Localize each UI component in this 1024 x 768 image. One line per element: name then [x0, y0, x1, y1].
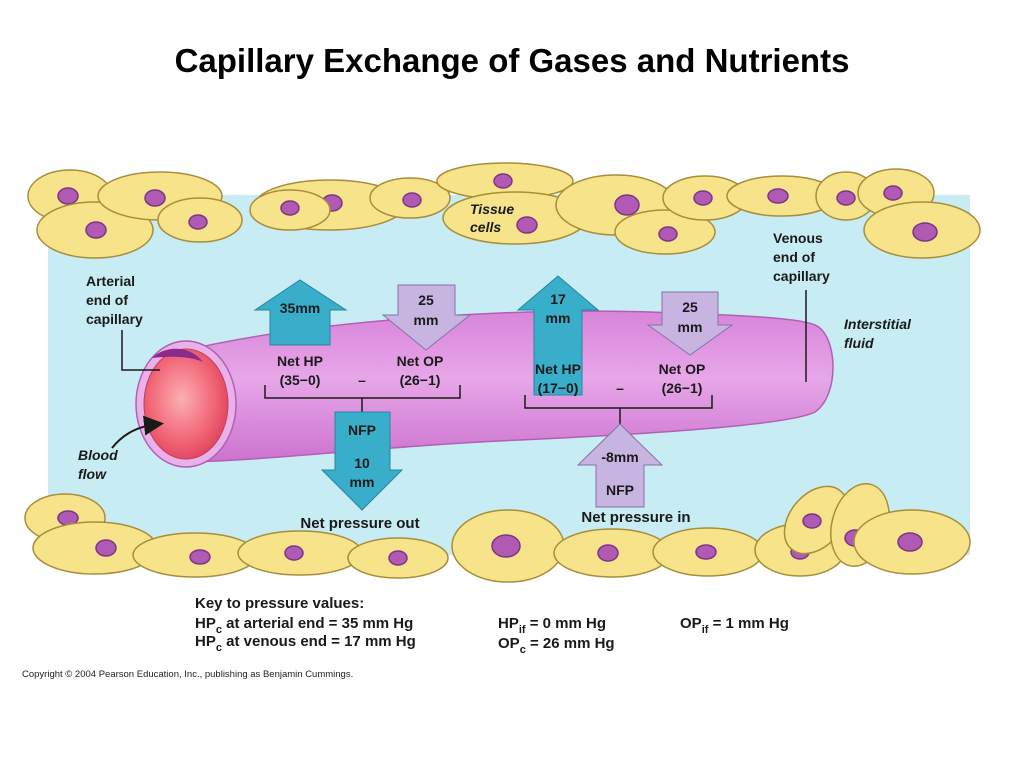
arterial-nfp-value-2: mm [350, 474, 375, 490]
arterial-net-hp: Net HP [277, 353, 323, 369]
tissue-cell [726, 175, 838, 217]
arterial-net-op-calc: (26−1) [400, 372, 441, 388]
endothelial-cell [152, 348, 203, 362]
capillary-lumen [143, 348, 229, 460]
tissue-cell [157, 197, 243, 243]
interstitial-fluid-label-1: Interstitial [844, 316, 912, 332]
tissue-cell [32, 521, 158, 575]
tissue-cell [553, 528, 671, 578]
venous-nfp-value: -8mm [601, 449, 638, 465]
venous-nfp-arrow [576, 423, 664, 508]
tissue-cell [662, 175, 748, 221]
venous-hp-value-1: 17 [550, 291, 566, 307]
key-item-hpif: HPif = 0 mm Hg [498, 615, 606, 636]
tissue-cells-bottom [24, 483, 971, 583]
arterial-net-hp-calc: (35−0) [280, 372, 321, 388]
arterial-op-value-2: mm [414, 312, 439, 328]
venous-net-op: Net OP [659, 361, 706, 377]
key-item-opc: OPc = 26 mm Hg [498, 635, 615, 656]
venous-hp-arrow [516, 275, 600, 396]
venous-net-hp-calc: (17−0) [538, 380, 579, 396]
venous-minus: – [616, 380, 624, 396]
venous-net-op-calc: (26−1) [662, 380, 703, 396]
key-item-opif: OPif = 1 mm Hg [680, 615, 789, 636]
arterial-end-label-2: end of [86, 292, 128, 308]
venous-end-label-2: end of [773, 249, 815, 265]
tissue-cell [132, 532, 258, 578]
venous-end-label-3: capillary [773, 268, 830, 284]
venous-bracket [524, 395, 713, 424]
arterial-minus: – [358, 372, 366, 388]
arterial-nfp-label: NFP [348, 422, 376, 438]
arterial-pointer-line [121, 330, 160, 371]
venous-op-arrow [646, 291, 734, 356]
tissue-cell [614, 209, 716, 255]
venous-op-value-2: mm [678, 319, 703, 335]
tissue-cell [853, 509, 971, 575]
key-item-hpc-venous: HPc at venous end = 17 mm Hg [195, 633, 416, 654]
venous-op-value-1: 25 [682, 299, 698, 315]
tissue-cell [249, 189, 331, 231]
slide-title: Capillary Exchange of Gases and Nutrient… [174, 42, 850, 79]
interstitial-fluid-label-2: fluid [844, 335, 874, 351]
tissue-cell [237, 530, 363, 576]
tissue-cell [652, 527, 764, 577]
venous-nfp-label: NFP [606, 482, 634, 498]
pressure-key: Key to pressure values: HPc at arterial … [195, 595, 789, 656]
venous-end-label-1: Venous [773, 230, 823, 246]
arterial-hp-arrow [253, 279, 348, 346]
arterial-op-value-1: 25 [418, 292, 434, 308]
tissue-cell [863, 201, 981, 259]
tissue-cells-top [27, 162, 981, 259]
net-pressure-out-caption: Net pressure out [300, 515, 419, 532]
tissue-cells-label-2: cells [470, 219, 501, 235]
arterial-op-arrow [381, 284, 472, 351]
tissue-cell [347, 537, 449, 579]
blood-flow-label-1: Blood [78, 447, 118, 463]
net-pressure-in-caption: Net pressure in [581, 509, 690, 526]
arterial-net-op: Net OP [397, 353, 444, 369]
tissue-cell [369, 177, 451, 219]
blood-flow-label-2: flow [78, 466, 107, 482]
key-heading: Key to pressure values: [195, 595, 364, 612]
arterial-nfp-arrow [320, 411, 404, 511]
arterial-end-label-1: Arterial [86, 273, 135, 289]
arterial-bracket [264, 385, 461, 412]
arterial-hp-value: 35mm [280, 300, 320, 316]
blood-flow-arrow [111, 415, 164, 449]
tissue-cell [436, 162, 574, 200]
tissue-cells-label-1: Tissue [470, 201, 514, 217]
copyright-notice: Copyright © 2004 Pearson Education, Inc.… [22, 669, 354, 680]
venous-net-hp: Net HP [535, 361, 581, 377]
arterial-nfp-value-1: 10 [354, 455, 370, 471]
arterial-end-label-3: capillary [86, 311, 143, 327]
key-item-hpc-arterial: HPc at arterial end = 35 mm Hg [195, 615, 413, 636]
venous-hp-value-2: mm [546, 310, 571, 326]
tissue-cell [451, 509, 565, 583]
